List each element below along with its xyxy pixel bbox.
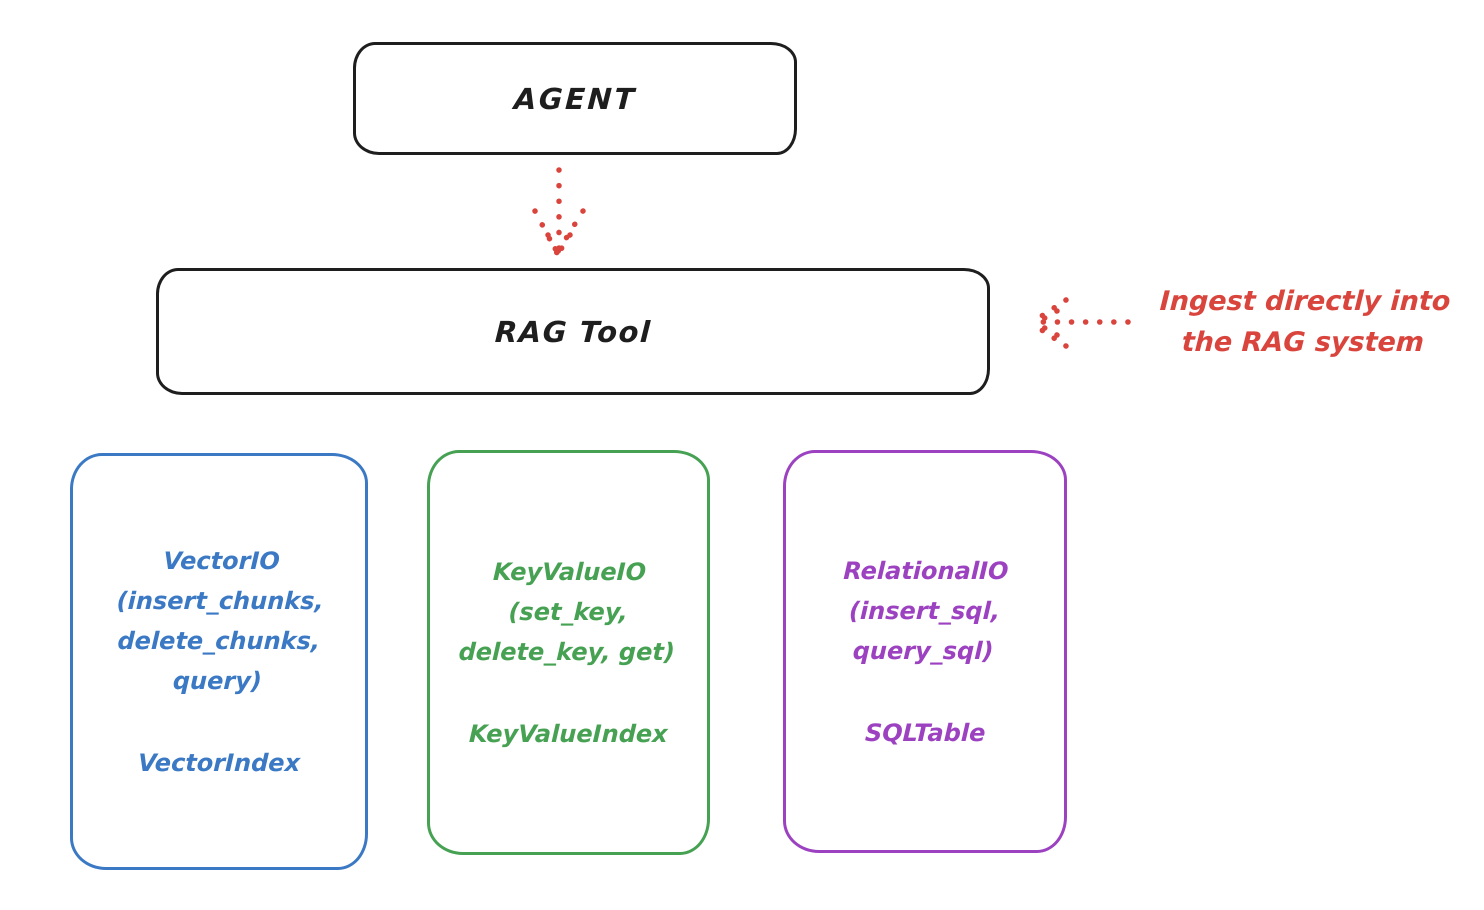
ingest-annotation-line1: Ingest directly into [1158, 286, 1452, 317]
vector-io-signature: VectorIO (insert_chunks, delete_chunks, … [113, 541, 326, 701]
ingest-annotation-line2: the RAG system [1181, 327, 1425, 358]
io-line: VectorIO [162, 546, 280, 575]
io-line: (insert_sql, [849, 596, 1001, 625]
io-line: delete_chunks, [116, 626, 321, 655]
io-line: RelationalIO [843, 556, 1010, 585]
relational-index-label: SQLTable [864, 718, 986, 747]
agent-node: AGENT [353, 42, 797, 155]
vector-io-node: VectorIO (insert_chunks, delete_chunks, … [70, 453, 368, 870]
vector-index-label: VectorIndex [137, 748, 301, 777]
relational-io-signature: RelationalIO (insert_sql, query_sql) [840, 551, 1009, 671]
io-line: query_sql) [852, 636, 995, 665]
agent-label: AGENT [512, 81, 638, 116]
keyvalue-io-node: KeyValueIO (set_key, delete_key, get) Ke… [427, 450, 710, 855]
io-line: (insert_chunks, [115, 586, 324, 615]
rag-tool-label: RAG Tool [493, 314, 653, 349]
ingest-annotation: Ingest directly into the RAG system [1134, 281, 1474, 363]
io-line: KeyValueIO [492, 557, 647, 586]
relational-io-node: RelationalIO (insert_sql, query_sql) SQL… [783, 450, 1067, 853]
io-line: query) [171, 666, 262, 695]
keyvalue-io-signature: KeyValueIO (set_key, delete_key, get) [458, 552, 678, 672]
io-line: (set_key, [508, 597, 629, 626]
rag-tool-node: RAG Tool [156, 268, 990, 395]
io-line: delete_key, get) [458, 637, 676, 666]
ingest-arrow-icon [1028, 297, 1131, 349]
agent-to-rag-arrow-icon [532, 167, 586, 257]
keyvalue-index-label: KeyValueIndex [468, 719, 669, 748]
